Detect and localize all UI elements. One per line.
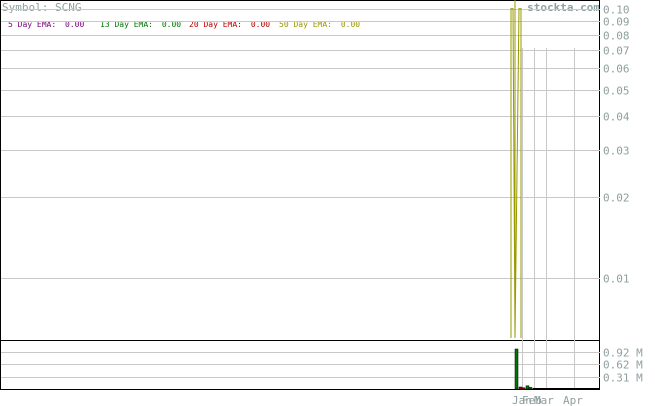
price-tick-label: 0.07 <box>603 45 630 58</box>
legend-50-day-ema: 50 Day EMA: 0.00 <box>279 20 360 29</box>
legend-5-day-label: 5 Day EMA: <box>8 20 56 29</box>
volume-tick-label: 0.31 M <box>603 372 643 385</box>
date-tick-label: Feb <box>522 394 542 406</box>
volume-tick-label: 0.92 M <box>603 347 643 360</box>
legend-13-day-ema: 13 Day EMA: 0.00 <box>100 20 181 29</box>
legend-20-day-ema: 20 Day EMA: 0.00 <box>189 20 270 29</box>
legend-13-day-label: 13 Day EMA: <box>100 20 153 29</box>
price-tick-label: 0.03 <box>603 145 630 158</box>
price-tick-label: 0.02 <box>603 192 630 205</box>
legend-5-day-value: 0.00 <box>65 20 84 29</box>
volume-axis-labels: 0.92 M0.62 M0.31 M <box>603 347 643 385</box>
volume-grid <box>1 352 600 378</box>
price-tick-label: 0.05 <box>603 85 630 98</box>
symbol-label: Symbol: SCNG <box>2 1 81 14</box>
site-brand: stockta.com <box>527 1 600 14</box>
price-axis-labels: 0.100.090.08 0.07 0.06 0.05 0.04 0.03 0.02 0.01 <box>603 4 630 286</box>
price-series <box>510 0 522 339</box>
legend-50-day-label: 50 Day EMA: <box>279 20 332 29</box>
price-tick-label: 0.01 <box>603 273 630 286</box>
legend-5-day-ema: 5 Day EMA: 0.00 <box>8 20 84 29</box>
date-tick-label: Jan <box>512 394 532 406</box>
price-line <box>510 8 522 339</box>
volume-tick-label: 0.62 M <box>603 359 643 372</box>
ema-legend: 5 Day EMA: 0.00 13 Day EMA: 0.00 20 Day … <box>8 20 360 29</box>
legend-20-day-value: 0.00 <box>251 20 270 29</box>
price-tick-label: 0.04 <box>603 111 630 124</box>
legend-20-day-label: 20 Day EMA: <box>189 20 242 29</box>
legend-13-day-value: 0.00 <box>162 20 181 29</box>
price-tick-label: 0.06 <box>603 63 630 76</box>
price-grid <box>1 9 600 279</box>
date-tick-label: Apr <box>563 394 583 406</box>
price-tick-label: 0.08 <box>603 30 630 43</box>
price-panel-frame <box>0 0 600 341</box>
date-tick-label: Mar <box>534 394 554 406</box>
volume-bar <box>528 387 533 390</box>
volume-bar <box>521 387 526 390</box>
legend-50-day-value: 0.00 <box>341 20 360 29</box>
date-gridlines <box>522 48 575 389</box>
price-tick-label: 0.09 <box>603 16 630 29</box>
price-tick-label: 0.10 <box>603 4 630 17</box>
volume-bar <box>518 386 523 390</box>
volume-bars <box>514 348 600 390</box>
volume-bar <box>514 348 519 390</box>
volume-bar <box>525 385 530 390</box>
